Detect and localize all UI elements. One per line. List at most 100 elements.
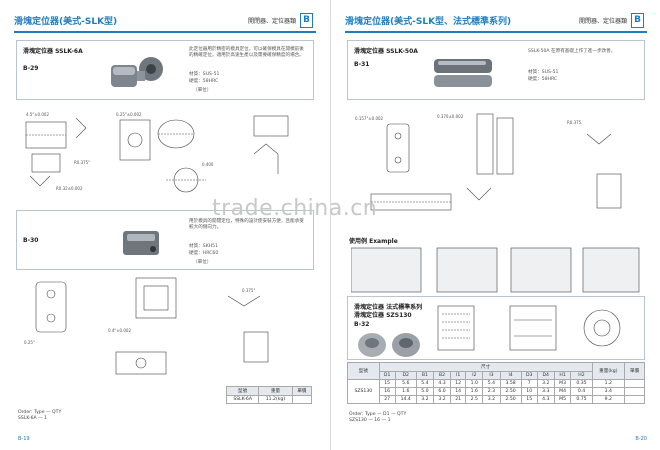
example-section-title: 使用例 Example — [349, 238, 398, 245]
unit-note: （單位） — [193, 88, 212, 93]
table-cell: 6.0 — [432, 387, 452, 396]
table-cell — [624, 395, 645, 404]
right-order-example: Order: Type — D1 — QTY SZS130 — 16 — 1 — [349, 412, 406, 424]
right-page-number: B-20 — [635, 436, 647, 442]
b-30-product-photo — [123, 231, 159, 255]
table-cell: 7 — [520, 379, 538, 388]
table-cell: 3.2 — [536, 379, 555, 388]
left-category-label: 開閉器、定位器類 — [248, 18, 297, 25]
table-cell: 1.0 — [465, 379, 484, 388]
table-cell: 21 — [450, 395, 467, 404]
product-code: B-32 — [354, 321, 370, 328]
svg-text:0.25": 0.25" — [24, 340, 35, 345]
hardness-label: 硬度：58HRC — [189, 79, 219, 84]
svg-text:R0.375": R0.375" — [74, 160, 90, 165]
svg-text:0.157"±0.002: 0.157"±0.002 — [355, 116, 384, 121]
szs130-spec-table: 型號 尺寸 重量(kg) 單價 D1 D2 B1 B2 l1 l2 l3 l4 … — [347, 362, 645, 404]
table-row: SSLK-6A 11.2(kg) — [225, 395, 313, 404]
left-section-badge: B — [300, 13, 313, 28]
table-cell: 12 — [450, 379, 467, 388]
table-cell: 5.0 — [415, 387, 434, 396]
table-header: 重量(kg) — [591, 362, 626, 380]
left-catalog-page: 滑塊定位器(美式-SLK型) 開閉器、定位器類 B 滑塊定位器 SSLK-6A … — [14, 13, 316, 442]
product-card-sslk-6a: 滑塊定位器 SSLK-6A B-29 此定位器用於精密的模具定位，可以確保模具在… — [16, 40, 314, 100]
material-label: 材質：SUS-51 — [528, 70, 559, 75]
table-header-row: 型號 尺寸 重量(kg) 單價 — [347, 362, 645, 380]
sslk-6a-technical-drawing: 4.5"±0.002 0.25"±0.002 R0.375" R0.32±0.0… — [25, 112, 289, 193]
svg-text:R0.32±0.002: R0.32±0.002 — [56, 186, 83, 191]
table-header: B1 — [415, 371, 434, 380]
product-description: 此定位器用於精密的模具定位，可以確保模具在開模前後的精確定位。適用於高速生產以及… — [189, 47, 304, 58]
table-header-row: 型號 重量 單價 — [225, 386, 313, 396]
material-label: 材質：SUS-51 — [189, 72, 220, 77]
table-header: 尺寸 — [378, 362, 593, 372]
table-header: l2 — [465, 371, 484, 380]
table-cell: 14.4 — [394, 395, 417, 404]
product-description: 用於模具的開閉定位，特殊的設計使安裝方便，且能承受較大的側向力。 — [189, 219, 304, 230]
product-card-b-30: B-30 用於模具的開閉定位，特殊的設計使安裝方便，且能承受較大的側向力。 材質… — [16, 210, 314, 270]
svg-text:0.375": 0.375" — [242, 288, 255, 293]
sslk-6a-product-photo — [111, 57, 163, 87]
left-header-rule — [14, 31, 316, 33]
product-subtitle: 滑塊定位器 SZS130 — [354, 312, 412, 319]
order-line: SZS130 — 16 — 1 — [349, 418, 391, 423]
material-label: 材質：SKH51 — [189, 244, 219, 249]
table-header: 單價 — [291, 386, 313, 396]
hardness-label: 硬度：58HRC — [528, 77, 558, 82]
right-section-badge: B — [631, 13, 644, 28]
table-cell: 1.2 — [591, 379, 626, 388]
table-cell: 27 — [378, 395, 396, 404]
table-cell: SZS130 — [347, 379, 380, 404]
table-cell: 9.2 — [591, 395, 626, 404]
table-cell — [624, 387, 645, 396]
table-cell: SSLK-6A — [225, 395, 260, 404]
table-header: 型號 — [225, 386, 260, 396]
table-header: D1 — [378, 371, 396, 380]
table-cell: 4.3 — [536, 395, 555, 404]
right-header-rule — [345, 31, 647, 33]
product-title: 滑塊定位器 SSLK-50A — [354, 48, 418, 55]
table-cell: 11.2(kg) — [258, 395, 293, 404]
table-cell: 2.50 — [499, 387, 522, 396]
product-card-sslk-50a: 滑塊定位器 SSLK-50A B-31 SSLK-50A 在原有基礎上作了進一步… — [347, 40, 645, 100]
right-page-header: 滑塊定位器(美式-SLK型、法式標準系列) 開閉器、定位器類 B — [345, 13, 647, 30]
product-card-szs130: 滑塊定位器 法式標準系列 滑塊定位器 SZS130 B-32 — [347, 296, 645, 360]
table-header: 單價 — [624, 362, 645, 380]
product-title: 滑塊定位器 法式標準系列 — [354, 304, 423, 311]
table-cell: 0.4 — [570, 387, 593, 396]
order-line: Order: Type — QTY — [18, 410, 62, 415]
order-line: Order: Type — D1 — QTY — [349, 412, 407, 417]
table-cell: 0.35 — [570, 379, 593, 388]
product-code: B-30 — [23, 237, 39, 244]
svg-text:0.25"±0.002: 0.25"±0.002 — [116, 112, 142, 117]
order-line: SSLK-6A — 1 — [18, 416, 48, 421]
table-header: H1 — [553, 371, 572, 380]
table-cell: 3.2 — [415, 395, 434, 404]
table-header: l4 — [499, 371, 522, 380]
sslk-50a-product-photo — [434, 59, 492, 87]
product-title: 滑塊定位器 SSLK-6A — [23, 48, 83, 55]
table-cell: M5 — [553, 395, 572, 404]
table-header: l3 — [482, 371, 501, 380]
left-page-number: B-19 — [18, 436, 30, 442]
b-30-technical-drawing: 0.25" 0.4"±0.002 0.375" — [24, 277, 269, 375]
svg-text:0.400: 0.400 — [202, 162, 214, 167]
table-header: D4 — [536, 371, 555, 380]
table-cell — [291, 395, 313, 404]
sslk-50a-technical-drawing: 0.157"±0.002 0.370±0.002 R0.375 — [355, 113, 622, 211]
table-cell: 4.3 — [432, 379, 452, 388]
svg-text:0.370±0.002: 0.370±0.002 — [437, 114, 464, 119]
table-cell: 14 — [450, 387, 467, 396]
unit-note: （單位） — [193, 260, 212, 265]
product-code: B-31 — [354, 61, 370, 68]
product-code: B-29 — [23, 65, 39, 72]
table-cell: 3.3 — [536, 387, 555, 396]
table-cell: 5.4 — [482, 379, 501, 388]
table-header: B2 — [432, 371, 452, 380]
svg-text:4.5"±0.002: 4.5"±0.002 — [26, 112, 49, 117]
svg-text:0.4"±0.002: 0.4"±0.002 — [108, 328, 131, 333]
table-header: l1 — [450, 371, 467, 380]
